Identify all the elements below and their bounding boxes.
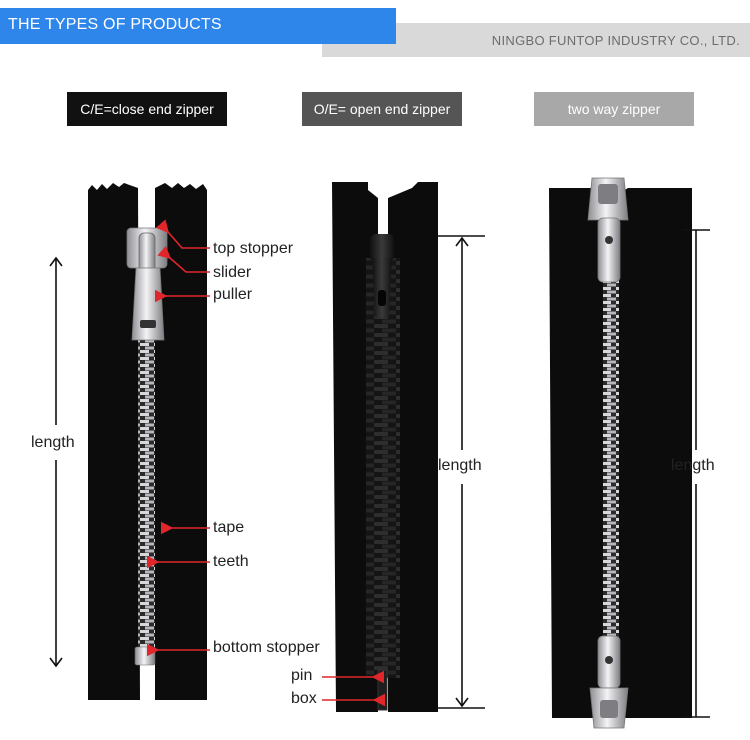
label-pin: pin <box>291 667 313 684</box>
dimension-line-2 <box>438 235 485 709</box>
tape-split <box>146 662 148 700</box>
page-title: THE TYPES OF PRODUCTS <box>8 16 222 33</box>
puller-tab <box>131 267 165 341</box>
dimension-line-1 <box>49 256 63 668</box>
dimension-line-3 <box>682 229 710 718</box>
two-way-zipper <box>549 177 692 729</box>
label-top-stopper: top stopper <box>213 240 294 257</box>
label-box: box <box>291 690 317 707</box>
length-label-open-end: length <box>438 457 482 474</box>
type-two-way-label: two way zipper <box>534 92 694 126</box>
arrow-slider <box>157 245 210 273</box>
type-close-end-label: C/E=close end zipper <box>67 92 227 126</box>
label-teeth: teeth <box>213 553 249 570</box>
bottom-stopper-part <box>134 646 156 666</box>
type-open-end-label: O/E= open end zipper <box>302 92 462 126</box>
label-slider: slider <box>213 264 252 281</box>
length-label-close-end: length <box>31 434 75 451</box>
label-puller: puller <box>213 286 253 303</box>
tape-left <box>88 183 140 700</box>
teeth-chain <box>138 330 155 650</box>
tape-right <box>155 183 207 700</box>
callout-arrows <box>146 219 386 707</box>
open-end-zipper <box>332 182 438 712</box>
label-bottom-stopper: bottom stopper <box>213 639 320 656</box>
length-label-two-way: length <box>671 457 715 474</box>
title-banner <box>0 8 396 44</box>
close-end-zipper <box>88 183 207 700</box>
company-name: NINGBO FUNTOP INDUSTRY CO., LTD. <box>491 33 740 48</box>
label-tape: tape <box>213 519 245 536</box>
arrow-top-stopper <box>155 219 210 249</box>
